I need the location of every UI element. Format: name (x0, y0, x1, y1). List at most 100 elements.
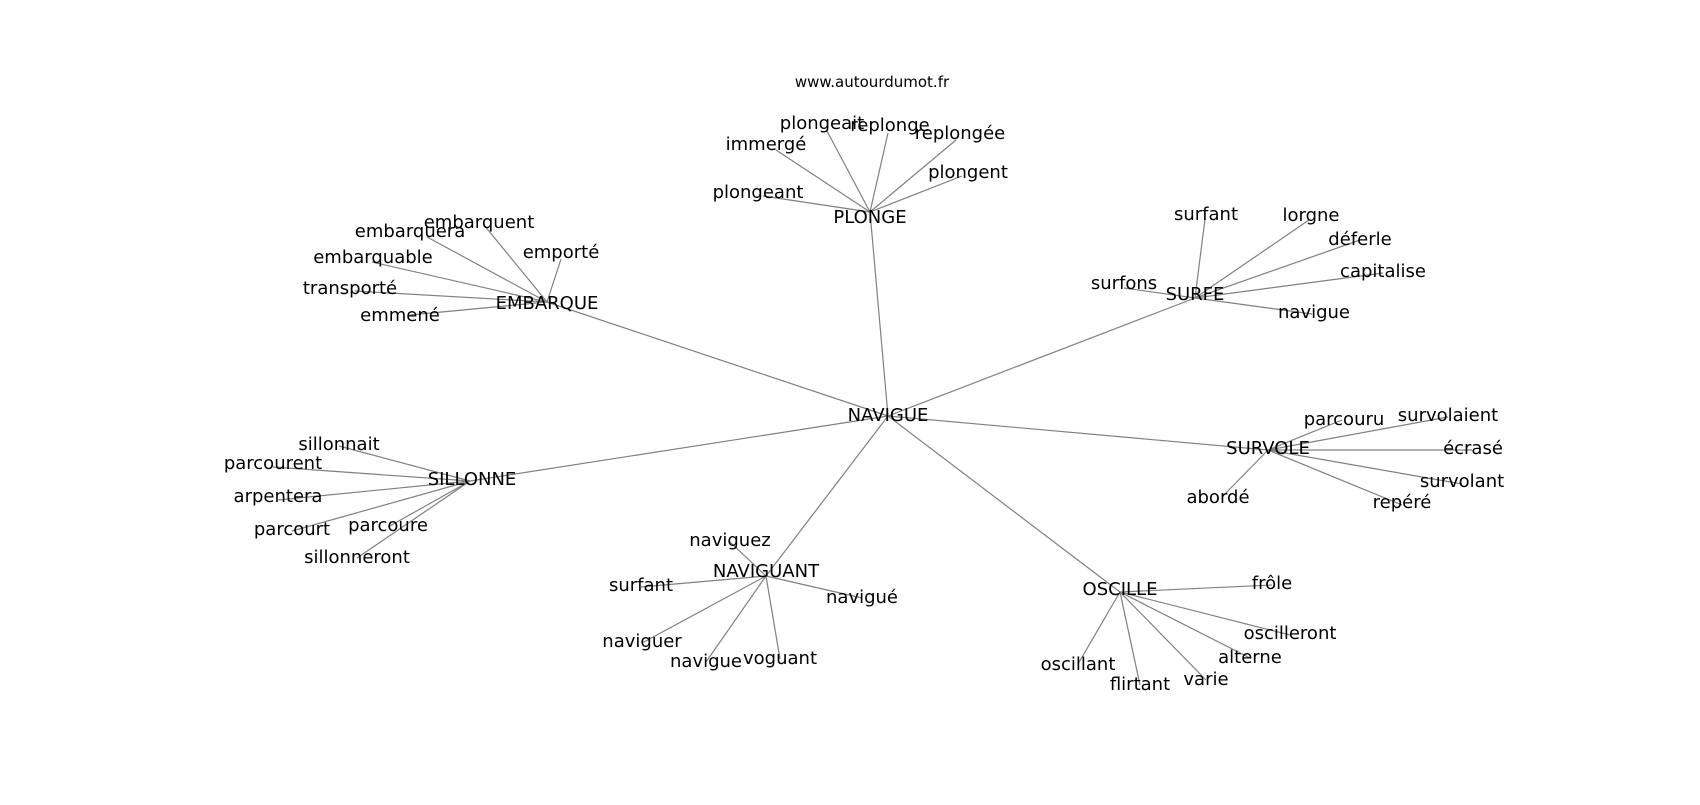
leaf-word[interactable]: parcourent (224, 453, 322, 474)
source-url[interactable]: www.autourdumot.fr (794, 73, 950, 91)
leaf-word[interactable]: oscilleront (1244, 623, 1337, 644)
leaf-word[interactable]: embarquera (355, 221, 466, 242)
leaf-word[interactable]: arpentera (234, 486, 323, 507)
leaf-word[interactable]: flirtant (1110, 674, 1170, 695)
edge-naviguant-leaf (705, 575, 767, 663)
leaf-word[interactable]: voguant (743, 648, 817, 669)
leaf-word[interactable]: navigue (670, 651, 742, 672)
leaf-word[interactable]: alterne (1218, 647, 1282, 668)
edge-center-plonge (869, 211, 889, 417)
edge-surfe-leaf (1123, 287, 1196, 299)
leaf-word[interactable]: déferle (1328, 229, 1391, 250)
hub-word-surfe[interactable]: SURFE (1166, 284, 1225, 305)
leaf-word[interactable]: surfant (1174, 204, 1238, 225)
edge-plonge-leaf (869, 175, 963, 213)
hub-word-sillonne[interactable]: SILLONNE (428, 469, 517, 490)
leaf-word[interactable]: surfons (1091, 273, 1157, 294)
leaf-word[interactable]: naviguer (602, 631, 682, 652)
edge-surfe-leaf (1194, 218, 1206, 299)
edge-oscille-leaf (1077, 591, 1121, 665)
leaf-word[interactable]: capitalise (1340, 261, 1426, 282)
edge-survole-leaf (1267, 449, 1463, 485)
leaf-word[interactable]: plongent (928, 162, 1008, 183)
edge-sillonne-leaf (277, 480, 471, 501)
edge-center-oscille (887, 415, 1121, 593)
edge-surfe-leaf (1194, 219, 1310, 299)
leaf-word[interactable]: sillonnait (298, 434, 379, 455)
edge-oscille-leaf (1119, 584, 1273, 593)
hub-word-oscille[interactable]: OSCILLE (1083, 579, 1158, 600)
leaf-word[interactable]: immergé (726, 134, 807, 155)
leaf-word[interactable]: parcoure (348, 515, 428, 536)
edge-oscille-leaf (1119, 591, 1291, 636)
edge-oscille-leaf (1119, 591, 1207, 681)
edge-center-embarque (546, 301, 889, 417)
edge-center-sillonne (469, 415, 889, 482)
leaf-word[interactable]: sillonneront (304, 547, 410, 568)
edge-embarque-leaf (409, 301, 548, 316)
edge-plonge-leaf (762, 195, 871, 213)
hub-word-survole[interactable]: SURVOLE (1226, 438, 1310, 459)
leaf-word[interactable]: navigué (826, 587, 898, 608)
leaf-word[interactable]: parcouru (1304, 409, 1385, 430)
edge-plonge-leaf (826, 130, 871, 213)
center-word[interactable]: NAVIGUE (848, 405, 929, 426)
leaf-word[interactable]: emporté (523, 242, 600, 263)
edge-sillonne-leaf (291, 480, 471, 532)
edge-survole-leaf (1267, 449, 1403, 506)
leaf-word[interactable]: abordé (1186, 487, 1249, 508)
hub-word-naviguant[interactable]: NAVIGUANT (713, 561, 820, 582)
edge-sillonne-leaf (338, 445, 471, 482)
edge-surfe-leaf (1194, 239, 1361, 299)
edge-sillonne-leaf (272, 466, 471, 482)
edge-sillonne-leaf (387, 480, 471, 528)
edge-naviguant-leaf (641, 575, 767, 644)
leaf-word[interactable]: embarquent (424, 212, 535, 233)
edge-sillonne-leaf (356, 480, 471, 559)
leaf-word[interactable]: parcourt (254, 519, 330, 540)
leaf-word[interactable]: frôle (1252, 573, 1292, 594)
leaf-word[interactable]: replongée (915, 123, 1006, 144)
edge-center-surfe (887, 297, 1196, 417)
edge-survole-leaf (1221, 449, 1269, 498)
edge-center-naviguant (765, 415, 889, 577)
leaf-word[interactable]: varie (1183, 669, 1228, 690)
edge-naviguant-leaf (640, 575, 767, 588)
edge-naviguant-leaf (765, 575, 781, 660)
edges (272, 130, 1472, 686)
leaf-word[interactable]: replonge (850, 115, 929, 136)
edge-plonge-leaf (869, 132, 889, 213)
edge-embarque-leaf (426, 236, 548, 303)
leaf-word[interactable]: embarquable (313, 247, 433, 268)
leaf-word[interactable]: transporté (303, 278, 397, 299)
leaf-word[interactable]: plongeait (780, 113, 864, 134)
leaf-word[interactable]: oscillant (1041, 654, 1116, 675)
leaf-word[interactable]: écrasé (1443, 438, 1503, 459)
hub-word-embarque[interactable]: EMBARQUE (496, 293, 599, 314)
edge-naviguant-leaf (765, 575, 863, 599)
edge-embarque-leaf (371, 261, 548, 303)
leaf-word[interactable]: plongeant (713, 182, 804, 203)
leaf-word[interactable]: emmené (360, 305, 440, 326)
edge-plonge-leaf (775, 149, 871, 213)
edge-surfe-leaf (1194, 272, 1384, 299)
hub-word-plonge[interactable]: PLONGE (833, 207, 906, 228)
edge-oscille-leaf (1119, 591, 1251, 659)
leaf-word[interactable]: surfant (609, 575, 673, 596)
edge-embarque-leaf (483, 224, 548, 303)
edge-survole-leaf (1267, 419, 1343, 451)
leaf-word[interactable]: survolant (1420, 471, 1504, 492)
edge-naviguant-leaf (729, 541, 767, 577)
leaf-word[interactable]: survolaient (1398, 405, 1498, 426)
edge-embarque-leaf (354, 290, 548, 303)
edge-survole-leaf (1267, 416, 1449, 451)
edge-embarque-leaf (546, 258, 562, 303)
leaf-word[interactable]: naviguez (689, 530, 770, 551)
leaf-word[interactable]: lorgne (1282, 205, 1339, 226)
edge-oscille-leaf (1119, 591, 1141, 686)
leaf-word[interactable]: navigue (1278, 302, 1350, 323)
leaf-word[interactable]: repéré (1373, 492, 1432, 513)
edge-plonge-leaf (869, 139, 957, 213)
